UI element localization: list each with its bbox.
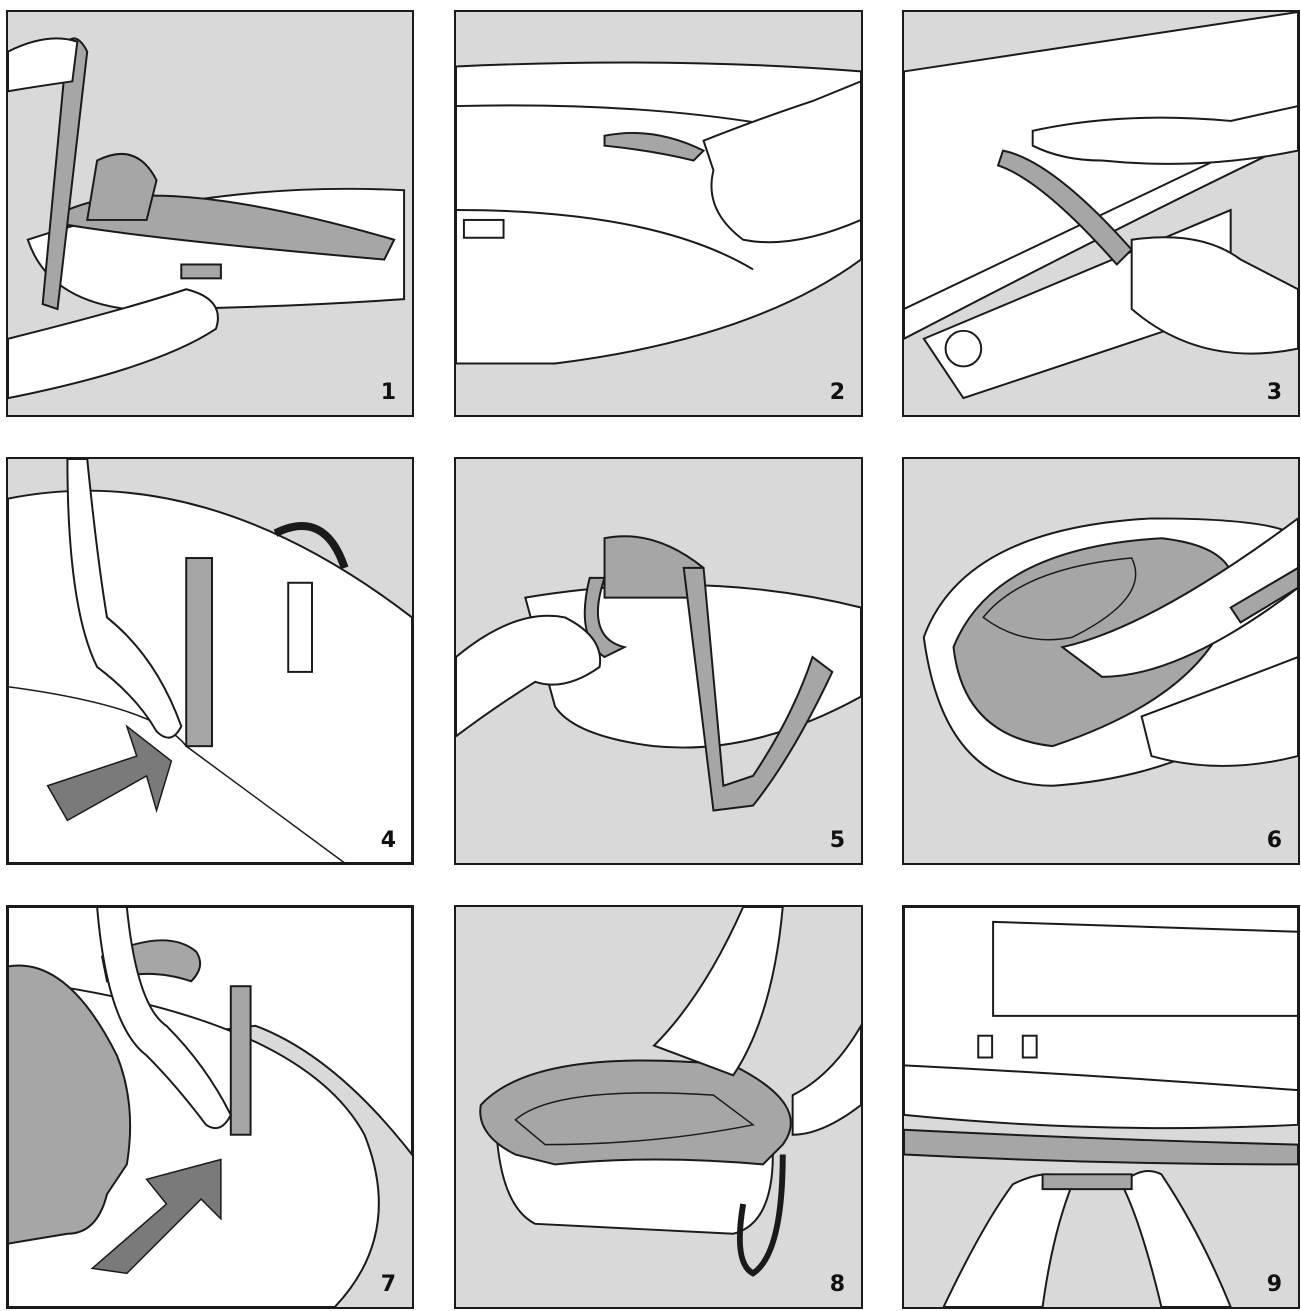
step-4-illustration bbox=[8, 459, 412, 863]
step-2-illustration bbox=[456, 12, 861, 415]
step-1-illustration bbox=[8, 12, 412, 415]
step-2-panel: 2 bbox=[454, 10, 863, 417]
step-number: 5 bbox=[830, 828, 845, 853]
step-9-panel: 9 bbox=[902, 905, 1300, 1309]
step-number: 1 bbox=[381, 380, 396, 405]
step-7-illustration bbox=[8, 907, 412, 1307]
step-1-panel: 1 bbox=[6, 10, 414, 417]
step-number: 9 bbox=[1267, 1272, 1282, 1297]
step-5-illustration bbox=[456, 459, 861, 863]
step-number: 6 bbox=[1267, 828, 1282, 853]
step-9-illustration bbox=[904, 907, 1298, 1307]
step-4-panel: 4 bbox=[6, 457, 414, 865]
step-8-illustration bbox=[456, 907, 861, 1307]
step-8-panel: 8 bbox=[454, 905, 863, 1309]
step-number: 7 bbox=[381, 1272, 396, 1297]
step-number: 8 bbox=[830, 1272, 845, 1297]
step-7-panel: 7 bbox=[6, 905, 414, 1309]
step-5-panel: 5 bbox=[454, 457, 863, 865]
step-3-illustration bbox=[904, 12, 1298, 415]
step-number: 3 bbox=[1267, 380, 1282, 405]
step-3-panel: 3 bbox=[902, 10, 1300, 417]
step-6-illustration bbox=[904, 459, 1298, 863]
step-number: 2 bbox=[830, 380, 845, 405]
step-6-panel: 6 bbox=[902, 457, 1300, 865]
step-number: 4 bbox=[381, 828, 396, 853]
